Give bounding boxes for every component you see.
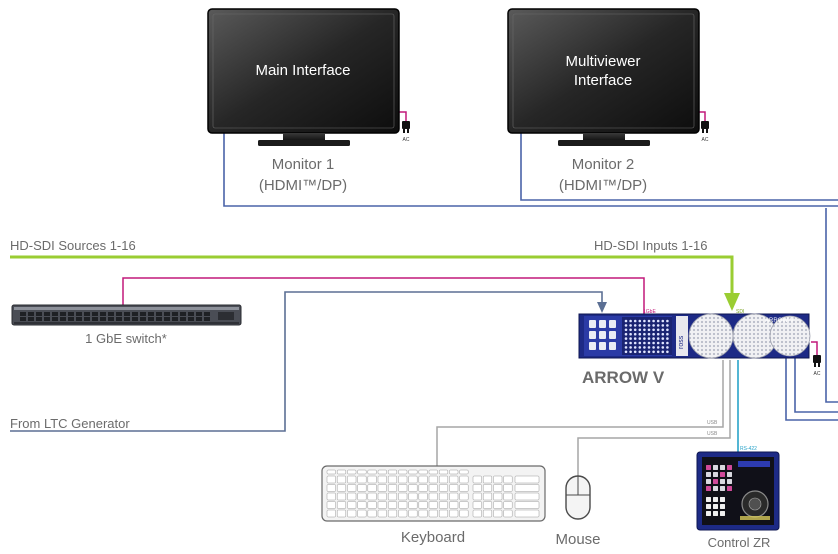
device-right-cable-2 bbox=[794, 358, 838, 413]
monitor1-video-cable bbox=[223, 133, 838, 207]
monitor1-ac-plug-icon bbox=[402, 121, 410, 133]
device-panel-text: ARROW-V bbox=[765, 318, 794, 324]
gbe-switch-label: 1 GbE switch* bbox=[85, 331, 167, 346]
monitor-2: Multiviewer Interface Monitor 2 (HDMI™/D… bbox=[507, 8, 709, 194]
usb-port-label-1: USB bbox=[707, 420, 718, 426]
device-ac-plug-icon bbox=[813, 355, 821, 367]
gbe-switch: 1 GbE switch* bbox=[11, 304, 242, 346]
monitor2-video-cable bbox=[520, 133, 838, 201]
ltc-generator-label: From LTC Generator bbox=[10, 416, 130, 431]
mouse: Mouse bbox=[555, 475, 601, 548]
monitor1-caption-line1: Monitor 1 bbox=[272, 156, 335, 173]
rs422-port-label: RS-422 bbox=[740, 446, 757, 452]
monitor2-screen-label-line1: Multiviewer bbox=[565, 53, 640, 70]
monitor2-bezel bbox=[507, 8, 700, 134]
device-mesh-vent-3 bbox=[769, 315, 811, 357]
device-ac-cable bbox=[811, 341, 818, 355]
monitor2-ac-plug-icon bbox=[701, 121, 709, 133]
ltc-arrowhead bbox=[597, 302, 607, 313]
mouse-label: Mouse bbox=[555, 531, 600, 548]
device-name-label: ARROW V bbox=[582, 368, 665, 387]
hd-sdi-sources-label: HD-SDI Sources 1-16 bbox=[10, 238, 136, 253]
keyboard-usb-cable bbox=[436, 360, 724, 466]
monitor2-screen-label-line2: Interface bbox=[574, 72, 632, 89]
device-right-cable-1 bbox=[785, 358, 838, 421]
hd-sdi-cable bbox=[10, 255, 734, 293]
gbe-network-cable bbox=[122, 277, 645, 315]
monitor1-screen-label: Main Interface bbox=[255, 62, 350, 79]
usb-port-label-2: USB bbox=[707, 431, 718, 437]
device-mesh-vent-1 bbox=[688, 313, 734, 359]
control-zr-keys bbox=[706, 461, 770, 516]
monitor1-ac-cable bbox=[398, 111, 407, 121]
ltc-cable bbox=[10, 291, 603, 432]
device-control-buttons bbox=[589, 320, 616, 350]
keyboard: Keyboard bbox=[321, 465, 546, 546]
keyboard-label: Keyboard bbox=[401, 529, 465, 546]
monitor2-caption-line2: (HDMI™/DP) bbox=[559, 177, 647, 194]
hd-sdi-arrowhead bbox=[724, 293, 740, 311]
sdi-port-label: SDI bbox=[736, 309, 744, 315]
hd-sdi-inputs-label: HD-SDI Inputs 1-16 bbox=[594, 238, 707, 253]
monitor2-ac-label: AC bbox=[702, 137, 709, 143]
device-ac-label: AC bbox=[814, 371, 821, 377]
control-zr-label: Control ZR bbox=[708, 535, 771, 550]
device-brand-logo: ross bbox=[678, 335, 685, 349]
device-status-leds bbox=[624, 319, 669, 354]
monitor1-ac-label: AC bbox=[403, 137, 410, 143]
gbe-port-label: 1GbE bbox=[643, 309, 656, 315]
mouse-usb-cable bbox=[577, 360, 731, 476]
device-right-cable-3 bbox=[825, 208, 838, 403]
switch-ports bbox=[20, 312, 210, 321]
monitor-1: Main Interface Monitor 1 (HDMI™/DP) AC bbox=[207, 8, 410, 194]
monitor2-caption-line1: Monitor 2 bbox=[572, 156, 635, 173]
keyboard-keys bbox=[326, 469, 540, 518]
arrow-v-device: ross ARROW-V 1GbE SDI ARROW V AC bbox=[578, 309, 821, 387]
control-zr-panel: Control ZR bbox=[696, 451, 780, 550]
monitor1-caption-line2: (HDMI™/DP) bbox=[259, 177, 347, 194]
